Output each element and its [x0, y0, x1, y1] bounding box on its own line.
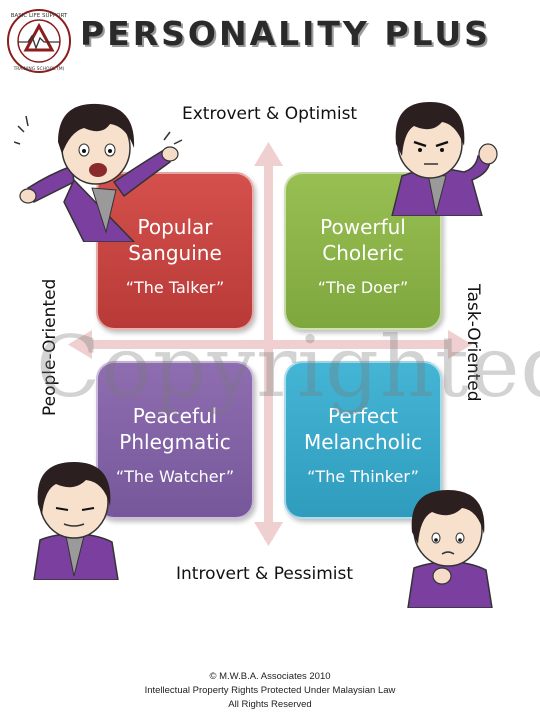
vertical-arrow-shaft: [264, 160, 273, 540]
logo-text-top: BASIC LIFE SUPPORT: [11, 13, 68, 19]
quadrant-title-line1: Perfect: [327, 404, 399, 428]
quadrant-nickname: “The Thinker”: [307, 467, 419, 486]
thinker-character-illustration: [407, 490, 493, 608]
copyright-line: © M.W.B.A. Associates 2010: [209, 671, 331, 682]
horizontal-arrow-shaft: [86, 340, 456, 349]
page-title: PERSONALITY PLUS: [80, 14, 491, 53]
quadrant-phlegmatic: Peaceful Phlegmatic “The Watcher”: [96, 361, 254, 519]
logo: BASIC LIFE SUPPORT TRAINING SCHOOL (M): [7, 9, 71, 73]
axis-label-bottom: Introvert & Pessimist: [176, 564, 354, 584]
rights-reserved-line: All Rights Reserved: [228, 699, 312, 710]
quadrant-nickname: “The Doer”: [317, 278, 409, 297]
axis-label-right: Task-Oriented: [463, 284, 483, 402]
axis-label-left: People-Oriented: [40, 278, 60, 416]
axis-label-top: Extrovert & Optimist: [182, 104, 358, 124]
quadrant-nickname: “The Watcher”: [115, 467, 235, 486]
up-arrow-head: [254, 142, 283, 166]
quadrant-melancholic: Perfect Melancholic “The Thinker”: [284, 361, 442, 519]
left-arrow-head: [68, 330, 92, 359]
quadrant-title-line1: Peaceful: [132, 404, 218, 428]
quadrant-title-line2: Melancholic: [303, 430, 423, 454]
quadrant-title-line2: Sanguine: [128, 241, 222, 265]
quadrant-sanguine: Popular Sanguine “The Talker”: [96, 172, 254, 330]
logo-text-bottom: TRAINING SCHOOL (M): [13, 66, 65, 72]
quadrant-title-line1: Powerful: [320, 215, 406, 239]
right-arrow-head: [448, 330, 472, 359]
footer: © M.W.B.A. Associates 2010 Intellectual …: [0, 670, 540, 712]
quadrant-nickname: “The Talker”: [125, 278, 225, 297]
watcher-character-illustration: [33, 462, 119, 580]
talker-character-illustration: [14, 103, 183, 242]
doer-character-illustration: [391, 102, 498, 216]
quadrant-title-line1: Popular: [137, 215, 213, 239]
quadrant-title-line2: Phlegmatic: [119, 430, 231, 454]
down-arrow-head: [254, 522, 283, 546]
quadrant-title-line2: Choleric: [322, 241, 404, 265]
header: BASIC LIFE SUPPORT TRAINING SCHOOL (M) P…: [0, 0, 540, 78]
ip-rights-line: Intellectual Property Rights Protected U…: [144, 685, 396, 696]
